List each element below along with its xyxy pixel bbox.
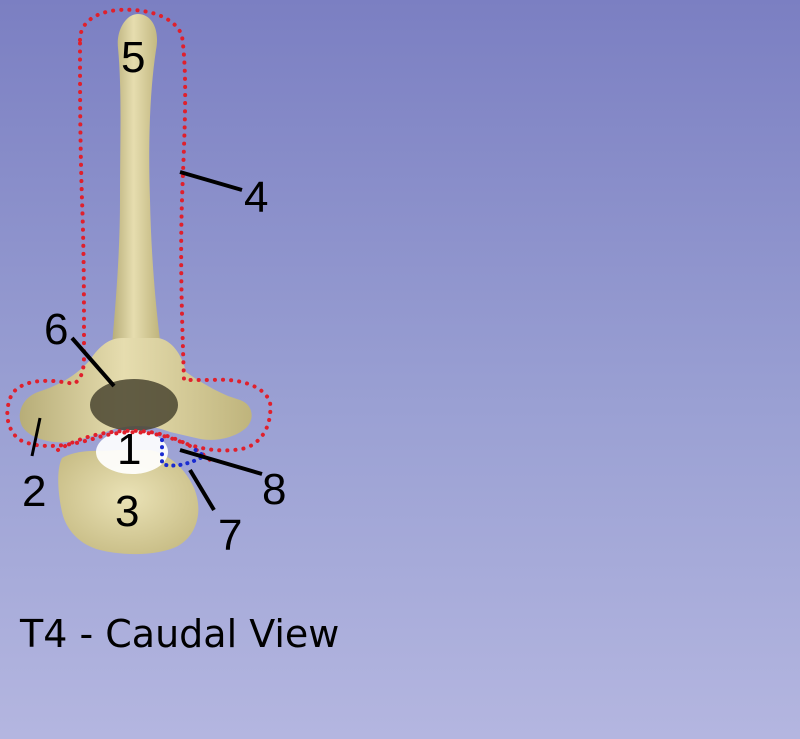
label-5: 5 <box>121 33 146 82</box>
label-8: 8 <box>262 465 287 514</box>
spinous-process <box>112 14 160 345</box>
leader-line-4 <box>179 170 243 192</box>
facet-outline <box>160 438 208 468</box>
label-4: 4 <box>244 173 269 222</box>
label-3: 3 <box>115 487 140 536</box>
figure-caption: T4 - Caudal View <box>20 612 340 656</box>
vertebral-foramen <box>96 430 168 474</box>
label-1: 1 <box>117 425 142 474</box>
vertebral-body <box>58 450 199 555</box>
body-border-line <box>56 428 212 462</box>
label-2: 2 <box>22 467 47 516</box>
leader-line-6 <box>70 336 116 388</box>
label-6: 6 <box>44 305 69 354</box>
leader-line-8 <box>179 448 263 476</box>
lamina-shadow <box>90 379 178 431</box>
leader-line-7 <box>188 468 216 512</box>
leader-line-2 <box>30 417 42 457</box>
label-7: 7 <box>218 511 243 560</box>
